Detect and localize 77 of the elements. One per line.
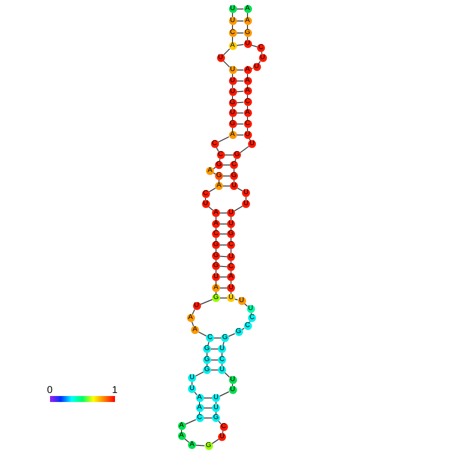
backbone-line: [222, 430, 224, 434]
backbone-line: [232, 384, 233, 386]
base-pair-line: [236, 90, 244, 92]
scale-label: 0: [47, 386, 53, 396]
backbone-line: [247, 24, 248, 30]
base-pair-line: [236, 102, 244, 104]
backbone-line: [218, 180, 220, 182]
backbone-line: [247, 116, 248, 120]
backbone-line: [247, 128, 248, 132]
backbone-line: [230, 260, 232, 264]
backbone-line: [191, 321, 194, 327]
backbone-line: [232, 128, 233, 132]
backbone-line: [219, 158, 220, 162]
base-pair-line: [236, 112, 244, 114]
backbone-line: [230, 238, 232, 242]
backbone-line: [206, 364, 208, 366]
backbone-line: [199, 412, 200, 414]
base-pair-line: [220, 212, 228, 214]
backbone-line: [230, 280, 232, 284]
backbone-line: [228, 333, 236, 337]
backbone-line: [199, 402, 200, 404]
backbone-line: [196, 444, 205, 446]
scale-label: 1: [112, 386, 118, 396]
backbone-line: [258, 60, 261, 64]
backbone-line: [232, 24, 233, 30]
backbone-line: [247, 106, 248, 110]
backbone-line: [232, 74, 233, 78]
backbone-line: [248, 138, 251, 141]
base-pair-line: [236, 20, 244, 22]
base-pair-line: [220, 276, 228, 278]
base-pair-line: [224, 154, 234, 156]
backbone-line: [212, 166, 216, 170]
backbone-line: [195, 371, 204, 377]
backbone-line: [232, 12, 233, 18]
backbone-line: [247, 36, 248, 40]
backbone-line: [232, 84, 233, 88]
backbone-line: [205, 198, 206, 200]
backbone-line: [219, 391, 230, 397]
backbone-line: [230, 216, 232, 220]
backbone-line: [230, 292, 232, 294]
base-pair-line: [236, 8, 244, 10]
backbone-line: [232, 96, 233, 100]
backbone-line: [247, 84, 248, 88]
base-pair-line: [222, 164, 230, 166]
base-pair-line: [236, 32, 244, 34]
backbone-line: [208, 188, 216, 192]
base-pair-line: [210, 348, 218, 350]
base-pair-line: [236, 44, 244, 46]
backbone-line: [230, 228, 232, 230]
backbone-line: [184, 419, 196, 425]
backbone-line: [247, 74, 248, 78]
backbone-line: [250, 68, 254, 70]
backbone-line: [222, 48, 230, 56]
backbone-line: [234, 158, 236, 162]
backbone-line: [240, 146, 250, 154]
backbone-line: [181, 430, 182, 432]
backbone-line: [247, 94, 248, 98]
backbone-line: [236, 188, 244, 192]
backbone-line: [232, 106, 233, 110]
backbone-line: [206, 352, 208, 356]
base-pair-line: [236, 80, 244, 82]
backbone-line: [232, 36, 233, 42]
base-pair-line: [236, 134, 244, 136]
backbone-line: [234, 206, 244, 212]
backbone-line: [211, 438, 220, 444]
backbone-line: [200, 299, 213, 305]
backbone-line: [222, 60, 230, 68]
backbone-line: [230, 270, 232, 274]
base-pair-line: [220, 244, 228, 246]
backbone-line: [232, 116, 233, 120]
base-pair-line: [220, 256, 228, 258]
base-pair-line: [220, 266, 228, 268]
backbone-line: [198, 331, 207, 337]
backbone-line: [247, 12, 248, 18]
backbone-line: [230, 248, 232, 254]
backbone-line: [218, 136, 230, 143]
backbone-line: [261, 51, 262, 55]
